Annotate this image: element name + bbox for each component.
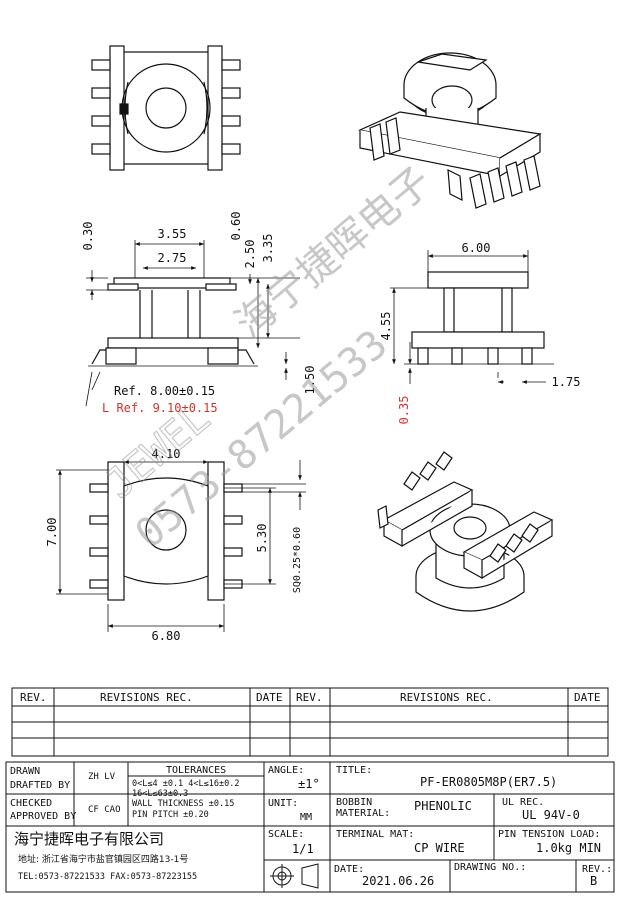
side-view — [88, 277, 258, 367]
drawing-no-label: DRAWING NO.: — [454, 862, 527, 873]
unit-value: MM — [300, 812, 313, 823]
watermark-company: 海宁捷晖电子 — [227, 158, 440, 348]
company-address: 地址: 浙江省海宁市盐官镇园区四路13-1号 — [18, 855, 189, 865]
tolerances-label: TOLERANCES — [166, 765, 227, 776]
date-value: 2021.06.26 — [362, 874, 435, 888]
tolerance-line: 16<L≤63±0.3 — [132, 789, 189, 799]
dim-label: 1.75 — [552, 375, 581, 389]
projection-symbol-icon — [270, 863, 319, 889]
dim-label: L Ref. 9.10±0.15 — [102, 401, 218, 415]
rev-col-header: REV. — [296, 691, 323, 704]
tolerance-line: WALL THICKNESS ±0.15 — [132, 799, 235, 809]
front-view — [404, 271, 554, 365]
scale-value: 1/1 — [292, 842, 314, 856]
isometric-view-bottom — [377, 451, 554, 612]
dim-label: 3.55 — [158, 227, 187, 241]
revisions-header: REV. REVISIONS REC. DATE REV. REVISIONS … — [20, 691, 601, 704]
ul-rec-value: UL 94V-0 — [522, 808, 580, 822]
side-view-dimensions — [85, 240, 300, 407]
unit-label: UNIT: — [268, 798, 299, 809]
terminal-mat-label: TERMINAL MAT: — [336, 829, 415, 840]
drafted-by-value: ZH LV — [88, 772, 116, 782]
bobbin-label: BOBBIN — [336, 797, 373, 808]
rev-label: REV.: — [582, 864, 613, 875]
top-view — [91, 45, 241, 171]
title-label: TITLE: — [336, 765, 373, 776]
isometric-view-top — [358, 52, 542, 209]
title-block-grid — [5, 761, 615, 893]
date-label: DATE: — [334, 864, 365, 875]
pin-tension-value: 1.0kg MIN — [536, 841, 602, 855]
dim-label: 0.35 — [397, 396, 411, 425]
checked-label: CHECKED — [10, 798, 53, 809]
rev-col-header: REV. — [20, 691, 47, 704]
title-value: PF-ER0805M8P(ER7.5) — [420, 775, 558, 789]
dim-label: 0.30 — [81, 222, 95, 251]
dim-label: 4.55 — [379, 312, 393, 341]
tolerance-line: PIN PITCH ±0.20 — [132, 810, 209, 820]
dim-label: 2.75 — [158, 251, 187, 265]
front-view-dimensions — [390, 250, 546, 384]
company-tel-fax: TEL:0573-87221533 FAX:0573-87223155 — [18, 872, 198, 882]
dim-label: 4.10 — [152, 447, 181, 461]
dim-label: 1.50 — [303, 366, 317, 395]
angle-value: ±1° — [298, 777, 320, 791]
dim-label: 7.00 — [45, 518, 59, 547]
dim-label: 5.30 — [255, 524, 269, 553]
rec-col-header: REVISIONS REC. — [100, 691, 193, 704]
dim-label: 3.35 — [261, 234, 275, 263]
rev-value: B — [590, 874, 598, 888]
ul-rec-label: UL REC. — [502, 797, 545, 808]
scale-label: SCALE: — [268, 829, 305, 840]
dim-label: SQ0.25*0.60 — [292, 527, 303, 593]
pin-tension-label: PIN TENSION LOAD: — [498, 829, 601, 840]
side-view-dim-labels: 0.30 3.55 2.75 0.60 2.50 3.35 Ref. 8.00±… — [81, 212, 317, 415]
front-view-dim-labels: 6.00 4.55 1.75 0.35 — [379, 241, 580, 424]
angle-label: ANGLE: — [268, 765, 305, 776]
dim-label: Ref. 8.00±0.15 — [114, 384, 215, 398]
drafted-by-label: DRAFTED BY — [10, 780, 71, 791]
date-col-header: DATE — [256, 691, 283, 704]
approved-by-value: CF CAO — [88, 805, 121, 815]
company-name: 海宁捷晖电子有限公司 — [14, 830, 165, 848]
revisions-table — [11, 687, 609, 757]
bottom-view-dimensions — [56, 460, 306, 632]
material-value: PHENOLIC — [414, 799, 472, 813]
dim-label: 6.80 — [152, 629, 181, 643]
tolerance-line: 0<L≤4 ±0.1 4<L≤16±0.2 — [132, 779, 240, 789]
dim-label: 6.00 — [462, 241, 491, 255]
rec-col-header: REVISIONS REC. — [400, 691, 493, 704]
drawn-label: DRAWN — [10, 766, 41, 777]
dim-label: 0.60 — [229, 212, 243, 241]
approved-by-label: APPROVED BY — [10, 811, 77, 822]
terminal-mat-value: CP WIRE — [414, 841, 465, 855]
date-col-header: DATE — [574, 691, 601, 704]
material-label: MATERIAL: — [336, 808, 391, 819]
dim-label: 2.50 — [243, 240, 257, 269]
bottom-view — [89, 461, 243, 601]
bottom-view-dim-labels: 4.10 7.00 5.30 SQ0.25*0.60 6.80 — [45, 447, 303, 643]
